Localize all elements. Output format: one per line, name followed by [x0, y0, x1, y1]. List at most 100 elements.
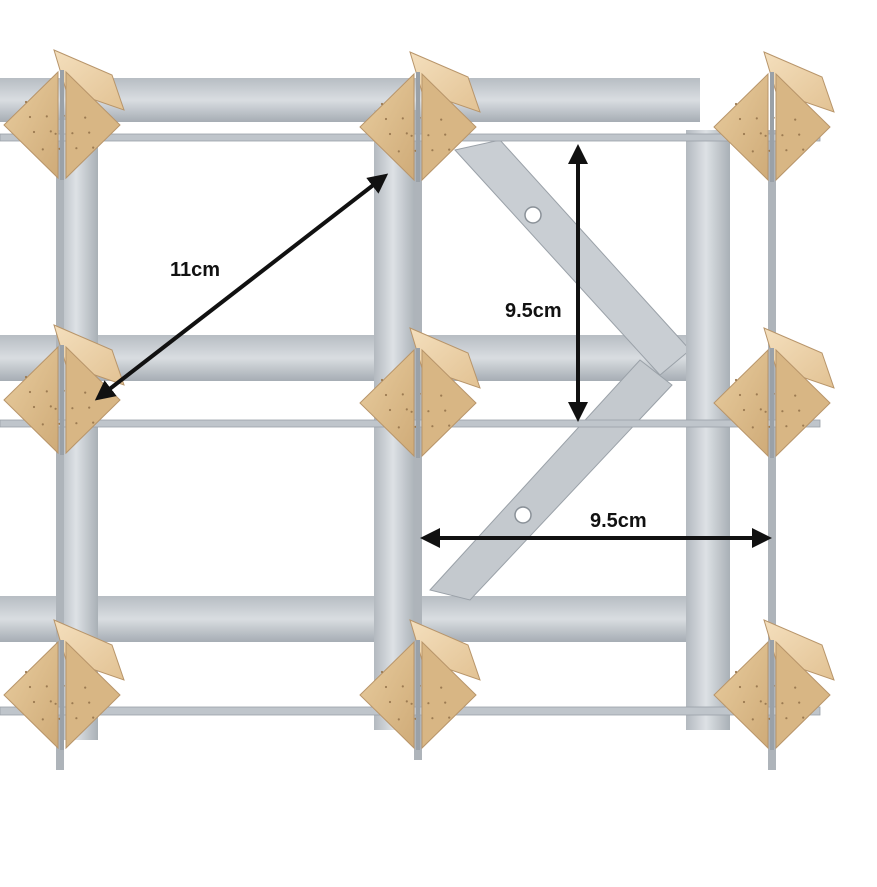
wood-grain-dot — [764, 134, 767, 137]
wood-grain-dot — [45, 390, 48, 393]
wood-grain-dot — [448, 424, 451, 427]
wood-grain-dot — [781, 702, 784, 705]
wood-grain-dot — [759, 132, 762, 135]
wood-grain-dot — [738, 685, 742, 689]
wood-grain-dot — [440, 686, 443, 689]
wood-grain-dot — [785, 425, 788, 428]
wood-block-right-face — [65, 70, 121, 180]
wood-grain-dot — [388, 408, 392, 412]
wood-grain-dot — [32, 405, 36, 409]
wood-grain-dot — [785, 717, 788, 720]
wood-grain-dot — [71, 132, 74, 135]
wood-grain-dot — [92, 146, 95, 149]
wood-grain-dot — [384, 685, 388, 689]
wood-grain-dot — [785, 149, 788, 152]
wood-grain-dot — [41, 423, 44, 426]
wood-block-metal-seam — [416, 640, 420, 750]
wood-grain-dot — [71, 407, 74, 410]
wood-grain-dot — [759, 700, 762, 703]
wood-grain-dot — [49, 700, 52, 703]
wood-grain-dot — [397, 426, 400, 429]
wood-grain-dot — [84, 116, 87, 119]
wood-grain-dot — [380, 102, 384, 106]
horizontal-dimension-label: 9.5cm — [590, 510, 647, 532]
brace-hole-upper — [524, 206, 542, 224]
wood-grain-dot — [444, 133, 447, 136]
wood-grain-dot — [388, 700, 392, 704]
wood-grain-dot — [397, 718, 400, 721]
wood-block-right-face — [421, 72, 477, 182]
wood-grain-dot — [410, 702, 413, 705]
wood-grain-dot — [397, 150, 400, 153]
wood-grain-dot — [764, 702, 767, 705]
wood-grain-dot — [440, 118, 443, 121]
wood-grain-dot — [380, 378, 384, 382]
wood-block-left-face — [359, 640, 415, 750]
wood-block-left-face — [713, 72, 769, 182]
wood-grain-dot — [92, 421, 95, 424]
wood-grain-dot — [88, 131, 91, 134]
wood-grain-dot — [798, 409, 801, 412]
wood-grain-dot — [32, 130, 36, 134]
wood-grain-dot — [384, 393, 388, 397]
wood-grain-dot — [71, 702, 74, 705]
wood-grain-dot — [755, 685, 758, 688]
wood-grain-dot — [751, 718, 754, 721]
wood-grain-dot — [427, 410, 430, 413]
wood-block-metal-seam — [770, 640, 774, 750]
wood-block — [3, 619, 125, 750]
wood-grain-dot — [401, 685, 404, 688]
wood-grain-dot — [32, 700, 36, 704]
wood-grain-dot — [794, 686, 797, 689]
wood-block — [3, 49, 125, 180]
wood-grain-dot — [742, 132, 746, 136]
wood-grain-dot — [28, 390, 32, 394]
wood-block — [359, 51, 481, 182]
wood-grain-dot — [431, 149, 434, 152]
wood-grain-dot — [802, 424, 805, 427]
wood-grain-dot — [24, 375, 28, 379]
wood-grain-dot — [75, 717, 78, 720]
wood-grain-dot — [75, 147, 78, 150]
wood-grain-dot — [431, 425, 434, 428]
wood-block-left-face — [713, 640, 769, 750]
wood-grain-dot — [802, 716, 805, 719]
wood-block-left-face — [3, 640, 59, 750]
wood-grain-dot — [427, 134, 430, 137]
wood-grain-dot — [54, 407, 57, 410]
wood-grain-dot — [405, 408, 408, 411]
wood-block-right-face — [65, 345, 121, 455]
wood-grain-dot — [742, 700, 746, 704]
wood-grain-dot — [24, 100, 28, 104]
wood-grain-dot — [54, 702, 57, 705]
wood-grain-dot — [734, 670, 738, 674]
wood-blocks — [3, 49, 835, 750]
wood-block — [713, 619, 835, 750]
wood-grain-dot — [448, 148, 451, 151]
wood-block-right-face — [65, 640, 121, 750]
vertical-dimension-label: 9.5cm — [505, 300, 562, 322]
back-rail-bottom — [0, 596, 700, 642]
wood-grain-dot — [431, 717, 434, 720]
wood-grain-dot — [759, 408, 762, 411]
wood-grain-dot — [781, 410, 784, 413]
wood-grain-dot — [405, 132, 408, 135]
wood-grain-dot — [751, 426, 754, 429]
wood-grain-dot — [401, 117, 404, 120]
wood-grain-dot — [734, 378, 738, 382]
wood-block — [713, 51, 835, 182]
wood-grain-dot — [794, 394, 797, 397]
wood-block — [359, 327, 481, 458]
wood-block-right-face — [775, 348, 831, 458]
wood-grain-dot — [798, 133, 801, 136]
wood-grain-dot — [738, 117, 742, 121]
diagonal-dimension-label: 11cm — [170, 259, 220, 281]
wood-block-left-face — [3, 345, 59, 455]
wood-grain-dot — [88, 701, 91, 704]
wood-grain-dot — [45, 115, 48, 118]
wood-grain-dot — [448, 716, 451, 719]
wood-block-right-face — [421, 640, 477, 750]
wood-grain-dot — [88, 406, 91, 409]
wood-grain-dot — [794, 118, 797, 121]
wood-grain-dot — [427, 702, 430, 705]
